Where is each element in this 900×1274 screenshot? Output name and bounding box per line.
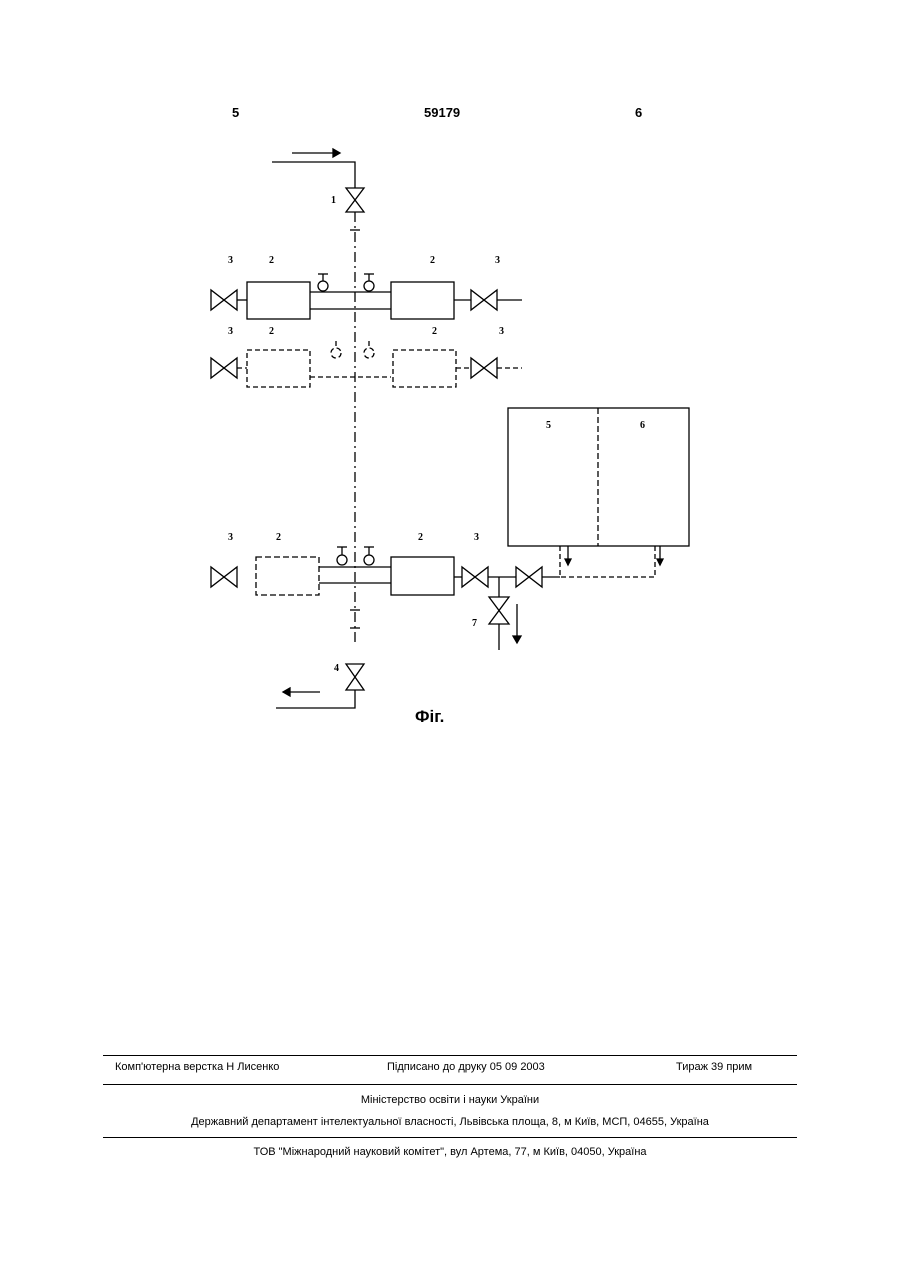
typesetting-credit: Комп'ютерна верстка Н Лисенко	[115, 1061, 279, 1073]
label-heater-2: 2	[432, 326, 437, 337]
divider-line	[103, 1055, 797, 1056]
label-heater-2: 2	[276, 532, 281, 543]
label-valve-3: 3	[499, 326, 504, 337]
label-chamber-6: 6	[640, 420, 645, 431]
unit-row-2	[211, 341, 522, 387]
label-valve-7: 7	[472, 618, 477, 629]
valve-4	[346, 664, 364, 690]
label-valve-3: 3	[228, 326, 233, 337]
label-valve-3: 3	[228, 255, 233, 266]
label-heater-2: 2	[269, 255, 274, 266]
divider-line	[103, 1084, 797, 1085]
label-valve-3: 3	[228, 532, 233, 543]
valve-7	[489, 577, 521, 650]
figure-schematic: 1 3 2 2 3 3 2 2 3 3 2 2 3 5 6 7 4	[0, 0, 900, 760]
label-valve-3: 3	[495, 255, 500, 266]
label-valve-4: 4	[334, 663, 339, 674]
department-address: Державний департамент інтелектуальної вл…	[103, 1116, 797, 1128]
label-chamber-5: 5	[546, 420, 551, 431]
label-valve-1: 1	[331, 195, 336, 206]
outlet-flow-arrow	[283, 688, 320, 696]
circulation: Тираж 39 прим	[676, 1061, 752, 1073]
valve-1	[346, 188, 364, 212]
publisher-address: ТОВ "Міжнародний науковий комітет", вул …	[103, 1146, 797, 1158]
label-heater-2: 2	[430, 255, 435, 266]
label-valve-3: 3	[474, 532, 479, 543]
label-heater-2: 2	[418, 532, 423, 543]
signed-date: Підписано до друку 05 09 2003	[387, 1061, 545, 1073]
divider-line	[103, 1137, 797, 1138]
label-heater-2: 2	[269, 326, 274, 337]
unit-row-1	[211, 274, 522, 319]
inlet-flow-arrow	[292, 149, 340, 157]
figure-caption: Фіг.	[415, 707, 444, 727]
chamber-block	[508, 408, 689, 577]
ministry-name: Міністерство освіти і науки України	[103, 1094, 797, 1106]
unit-row-3	[211, 547, 560, 595]
